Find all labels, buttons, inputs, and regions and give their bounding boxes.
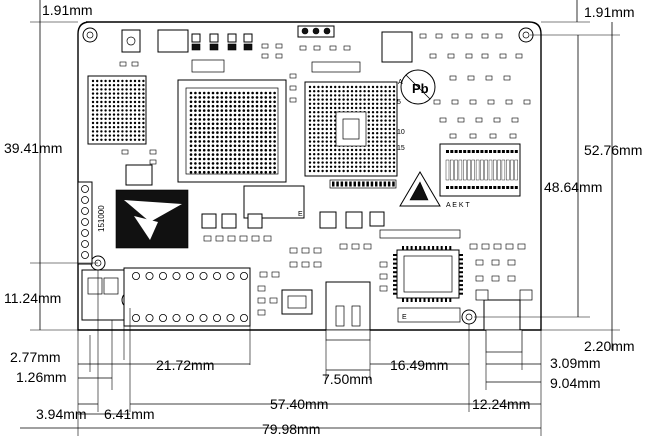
esd-warning-icon <box>399 171 441 207</box>
silk-5: 5 <box>397 99 401 106</box>
dim-total-width: 79.98mm <box>262 421 320 436</box>
dim-right-bottom-offset: 2.20mm <box>584 338 635 354</box>
dim-1-26: 1.26mm <box>16 369 67 385</box>
bottom-pin-header <box>123 267 251 327</box>
dim-top-right: 1.91mm <box>584 4 635 20</box>
dim-3-09: 3.09mm <box>550 355 601 371</box>
silk-10: 10 <box>397 129 405 136</box>
bga-chip-right <box>304 81 398 177</box>
dimension-lines <box>20 0 620 436</box>
dim-top-left: 1.91mm <box>42 2 93 18</box>
dim-2-77: 2.77mm <box>10 349 61 365</box>
silk-15: 15 <box>397 145 405 152</box>
left-pin-header <box>77 181 93 265</box>
mounting-hole-top-left <box>82 27 98 43</box>
dim-6-41: 6.41mm <box>104 406 155 422</box>
dim-21-72: 21.72mm <box>156 357 214 373</box>
dim-9-04: 9.04mm <box>550 375 601 391</box>
pb-free-symbol: Pb <box>400 69 436 105</box>
dim-left-lower-height: 11.24mm <box>4 290 61 306</box>
part-number-label: 151000 <box>97 205 106 232</box>
dimension-labels: 1.91mm 1.91mm 39.41mm 52.76mm 48.64mm 11… <box>4 2 642 436</box>
dim-7-50: 7.50mm <box>322 371 373 387</box>
dim-right-height: 52.76mm <box>584 142 642 158</box>
dim-57-40: 57.40mm <box>270 396 328 412</box>
pin-row-label: A E K T <box>446 202 470 209</box>
dim-3-94: 3.94mm <box>36 406 87 422</box>
silk-e-chip: E <box>298 211 303 218</box>
mounting-hole-bottom-right <box>461 309 477 325</box>
qfp-chip <box>393 246 463 302</box>
dim-12-24: 12.24mm <box>472 396 530 412</box>
dim-left-height: 39.41mm <box>4 140 62 156</box>
mounting-hole-top-right <box>518 27 534 43</box>
dim-right-inner-height: 48.64mm <box>544 179 602 195</box>
dim-16-49: 16.49mm <box>390 357 448 373</box>
board-logo <box>115 189 189 249</box>
usb-connector <box>325 281 371 341</box>
pcb-components: Pb A 5 10 15 A E K T 151000 <box>77 25 533 353</box>
silk-e-header: E <box>402 314 407 321</box>
bga-chip-left <box>87 75 147 145</box>
silk-a: A <box>398 79 403 86</box>
fpga-chip <box>177 79 287 183</box>
pb-label: Pb <box>412 81 429 96</box>
pin-header-block: A E K T <box>439 143 521 209</box>
